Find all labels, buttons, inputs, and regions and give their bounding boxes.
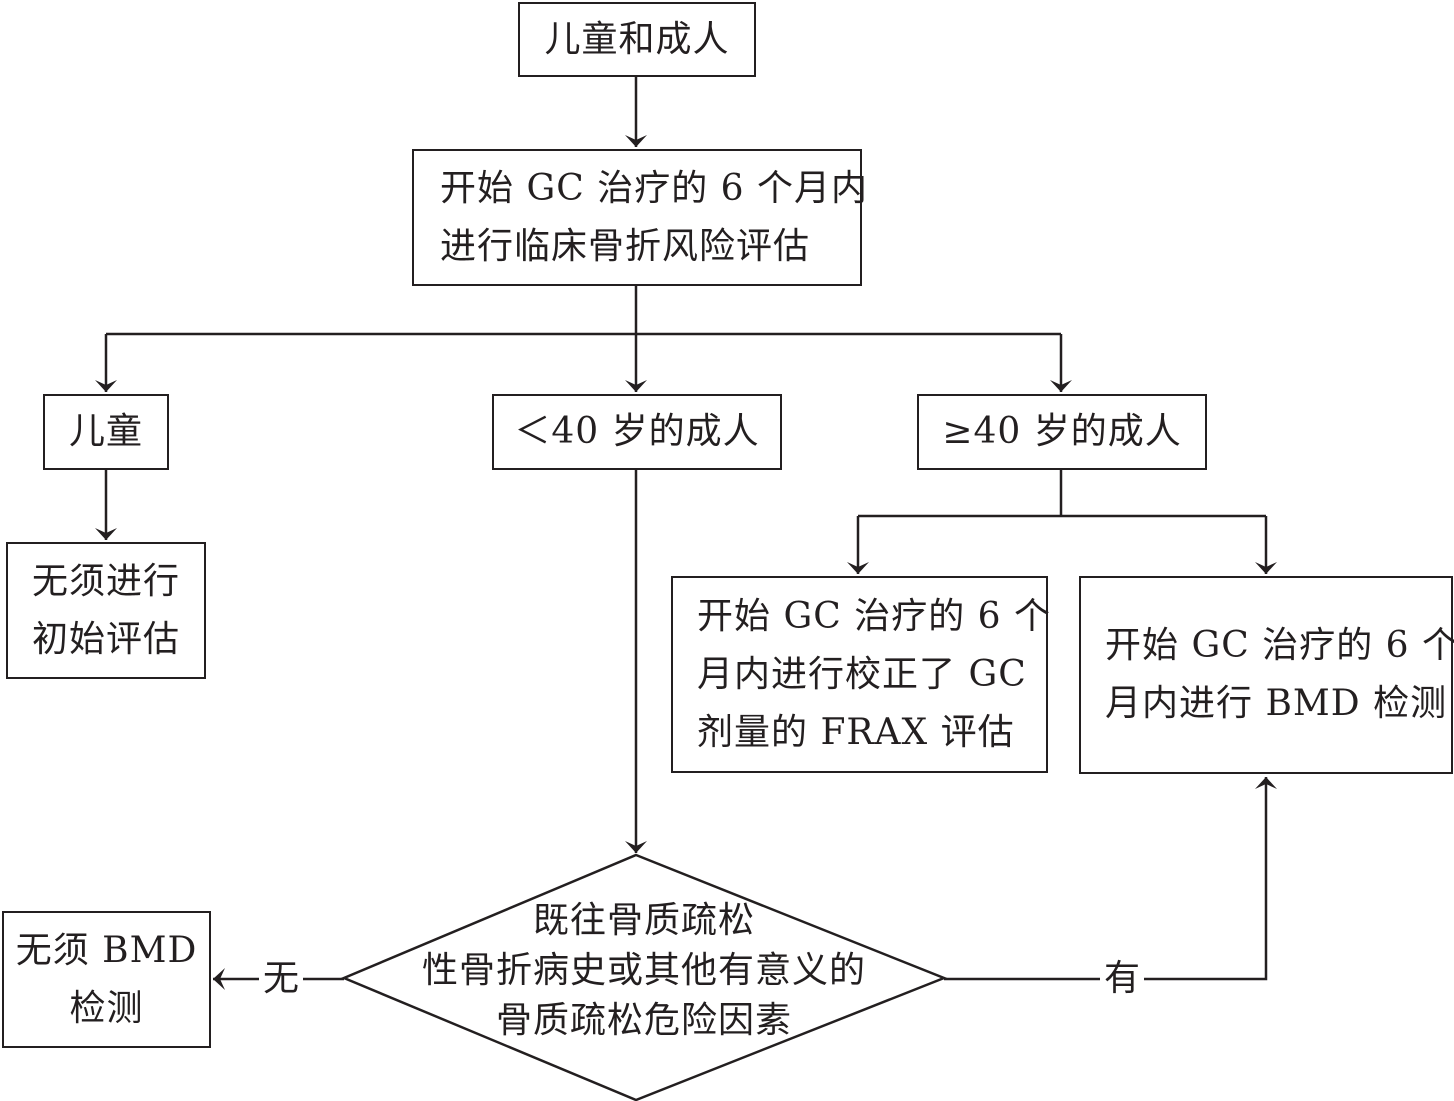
bmd-line-1: 开始 GC 治疗的 6 个 [1105, 625, 1454, 666]
children-node-label: 儿童 [68, 411, 143, 452]
under40-adults-label: ＜40 岁的成人 [514, 411, 760, 452]
over40-adults-node: ≥40 岁的成人 [917, 394, 1207, 470]
bmd-line-2: 月内进行 BMD 检测 [1105, 683, 1448, 724]
edge-label-no: 无 [259, 959, 304, 999]
decision-line-2: 性骨折病史或其他有意义的 [421, 950, 866, 991]
frax-line-1: 开始 GC 治疗的 6 个 [697, 595, 1051, 637]
assessment-node: 开始 GC 治疗的 6 个月内 进行临床骨折风险评估 [412, 149, 867, 286]
no-bmd-node: 无须 BMD 检测 [2, 911, 211, 1048]
decision-text: 既往骨质疏松 性骨折病史或其他有意义的 骨质疏松危险因素 [344, 896, 944, 1046]
decision-line-3: 骨质疏松危险因素 [495, 1000, 792, 1041]
start-node: 儿童和成人 [518, 2, 756, 77]
start-node-label: 儿童和成人 [544, 18, 730, 60]
decision-line-1: 既往骨质疏松 [532, 900, 755, 941]
bmd-test-node: 开始 GC 治疗的 6 个 月内进行 BMD 检测 [1079, 576, 1454, 774]
no-initial-assessment-node: 无须进行 初始评估 [6, 542, 206, 679]
frax-line-2: 月内进行校正了 GC [697, 653, 1027, 695]
children-node: 儿童 [43, 394, 169, 470]
over40-adults-label: ≥40 岁的成人 [942, 411, 1182, 452]
no-initial-line-2: 初始评估 [31, 618, 180, 660]
no-bmd-line-2: 检测 [69, 987, 144, 1029]
frax-line-3: 剂量的 FRAX 评估 [697, 711, 1015, 753]
decision-diamond [340, 853, 948, 1101]
under40-adults-node: ＜40 岁的成人 [492, 394, 782, 470]
assessment-line-2: 进行临床骨折风险评估 [440, 225, 811, 267]
edge-label-yes: 有 [1100, 959, 1145, 999]
arrow-decision-yes [944, 777, 1277, 981]
no-bmd-line-1: 无须 BMD [15, 929, 198, 971]
assessment-line-1: 开始 GC 治疗的 6 个月内 [440, 167, 868, 209]
no-initial-line-1: 无须进行 [31, 560, 180, 602]
frax-assessment-node: 开始 GC 治疗的 6 个 月内进行校正了 GC 剂量的 FRAX 评估 [671, 576, 1051, 773]
